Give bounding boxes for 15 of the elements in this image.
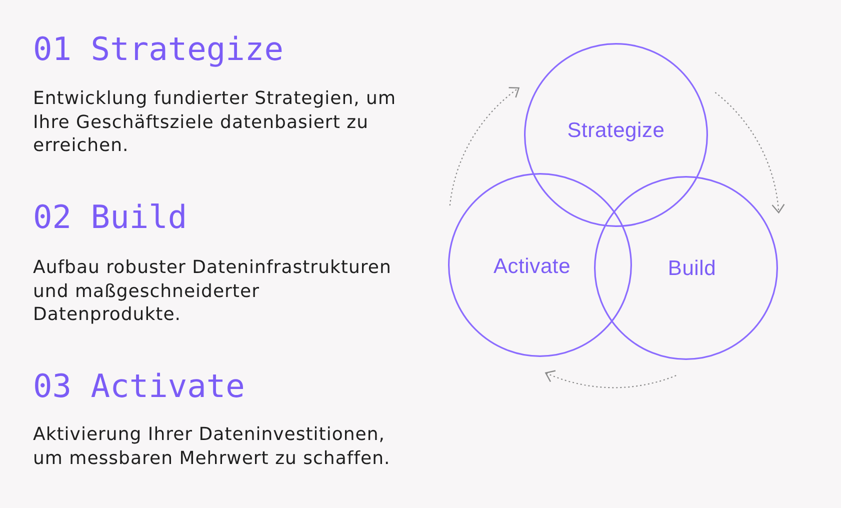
venn-circle	[594, 176, 778, 360]
section-heading: 03 Activate	[33, 368, 245, 404]
section-heading: 01 Strategize	[33, 31, 284, 67]
section-description: Aktivierung Ihrer Dateninvestitionen, um messbaren Mehrwert zu schaffen.	[33, 423, 392, 470]
venn-circle	[524, 43, 708, 227]
section-heading: 02 Build	[33, 199, 188, 235]
section-description: Entwicklung fundierter Strategien, um Ihre Geschäftsziele datenbasiert zu erreichen.	[33, 87, 397, 158]
cycle-arrow	[714, 92, 784, 214]
circle-title: Strategize	[567, 119, 665, 143]
venn-circle	[448, 173, 632, 357]
cycle-arrow	[449, 87, 520, 206]
circle-title: Build	[668, 257, 716, 281]
circle-title: Activate	[493, 255, 571, 279]
cycle-arrow	[545, 370, 676, 388]
section-description: Aufbau robuster Dateninfrastrukturen und maßgeschneiderter Datenprodukte.	[33, 256, 392, 326]
